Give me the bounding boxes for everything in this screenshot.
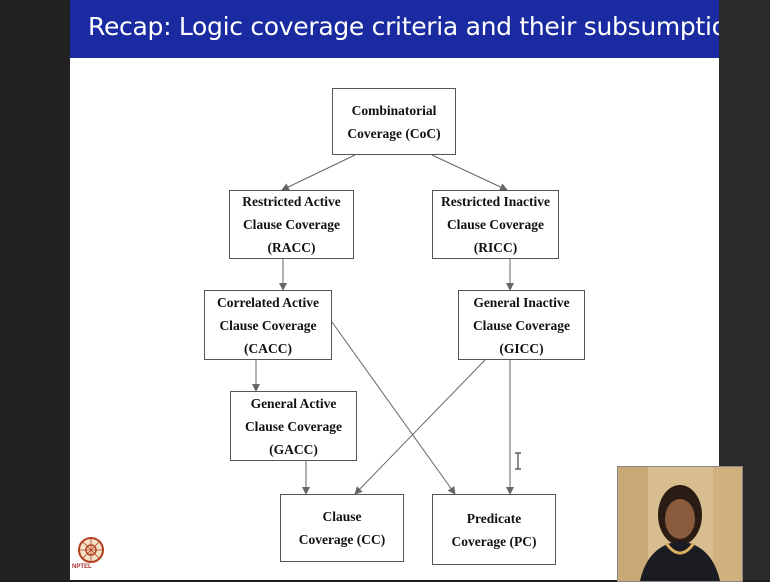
node-gacc-line-1: General Active [250, 395, 337, 411]
left-background [0, 0, 70, 580]
node-gacc-line-3: (GACC) [269, 441, 318, 457]
node-racc-line-2: Clause Coverage [242, 217, 341, 232]
presenter-icon [618, 467, 742, 581]
node-racc: Restricted Active Clause Coverage (RACC) [229, 190, 354, 259]
node-ricc-line-3: (RICC) [473, 240, 518, 255]
title-bar: Recap: Logic coverage criteria and their… [70, 0, 719, 58]
node-pc-line-1: Predicate [466, 510, 522, 526]
node-gicc-line-1: General Inactive [473, 294, 570, 310]
node-pc: Predicate Coverage (PC) [432, 494, 556, 565]
presenter-video [617, 466, 743, 582]
node-coc-line-2: Coverage (CoC) [347, 125, 441, 141]
node-cc: Clause Coverage (CC) [280, 494, 404, 562]
logo-label: NPTEL [72, 564, 92, 570]
slide: Recap: Logic coverage criteria and their… [70, 0, 719, 580]
edge-cacc-pc [331, 321, 456, 495]
edge-coc-racc [281, 154, 356, 191]
edge-coc-ricc [431, 154, 508, 191]
node-ricc-line-1: Restricted Inactive [440, 194, 551, 209]
node-racc-line-1: Restricted Active [242, 194, 341, 209]
node-gacc: General Active Clause Coverage (GACC) [230, 391, 357, 461]
nptel-logo-icon [78, 537, 104, 563]
node-cacc: Correlated Active Clause Coverage (CACC) [204, 290, 332, 360]
diagram-edges [252, 154, 514, 495]
node-ricc-line-2: Clause Coverage [446, 217, 545, 232]
node-pc-line-2: Coverage (PC) [451, 533, 537, 549]
node-cacc-line-2: Clause Coverage [219, 317, 317, 333]
node-coc: Combinatorial Coverage (CoC) [332, 88, 456, 155]
node-cc-line-1: Clause [322, 509, 362, 524]
node-coc-line-1: Combinatorial [351, 102, 437, 118]
node-racc-line-3: (RACC) [267, 240, 316, 255]
node-gicc: General Inactive Clause Coverage (GICC) [458, 290, 585, 360]
edge-gicc-cc [354, 359, 486, 495]
node-gacc-line-2: Clause Coverage [244, 418, 343, 434]
slide-title: Recap: Logic coverage criteria and their… [88, 12, 719, 41]
node-ricc: Restricted Inactive Clause Coverage (RIC… [432, 190, 559, 259]
node-cacc-line-3: (CACC) [244, 340, 292, 356]
node-gicc-line-2: Clause Coverage [472, 317, 571, 333]
node-cc-line-2: Coverage (CC) [298, 532, 386, 547]
node-gicc-line-3: (GICC) [499, 340, 544, 356]
node-cacc-line-1: Correlated Active [216, 294, 320, 310]
text-cursor-icon [515, 452, 521, 470]
